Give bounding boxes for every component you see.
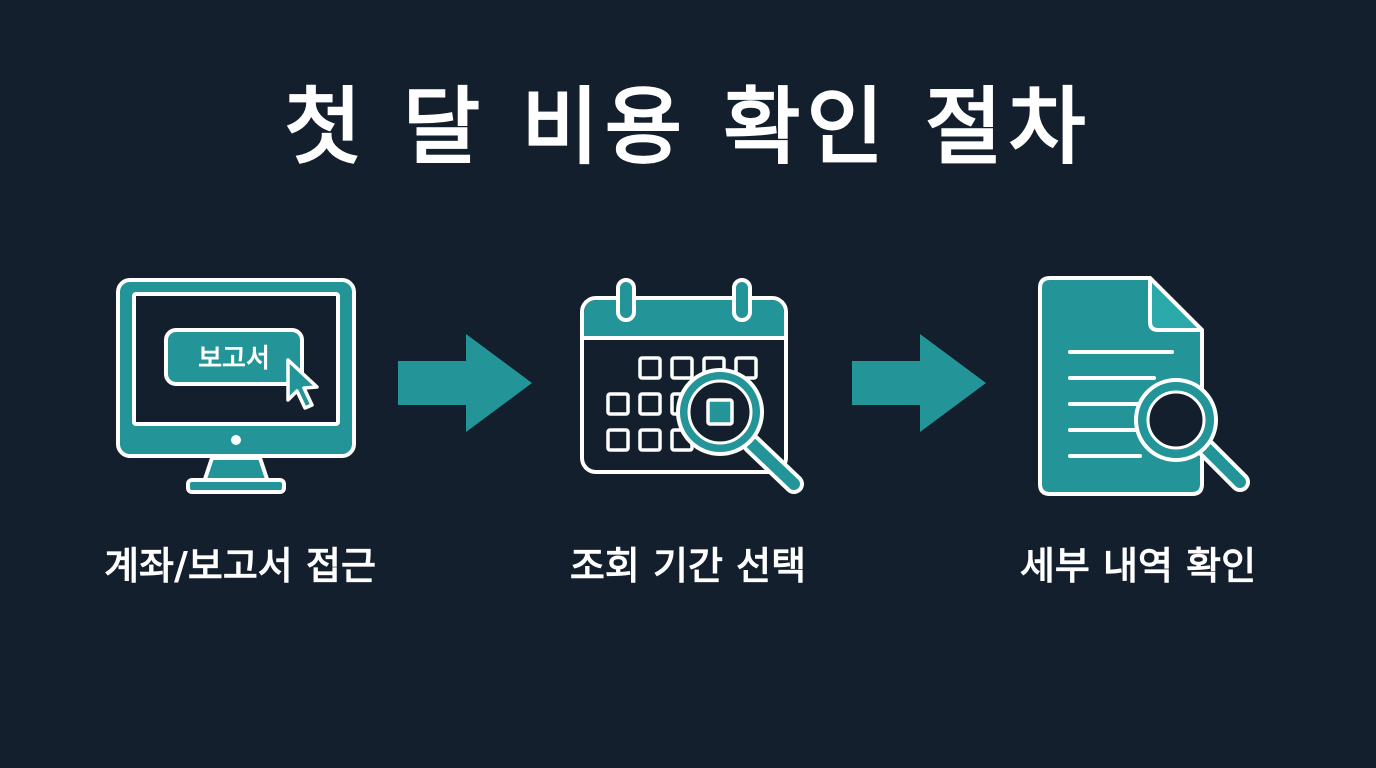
document-search-icon <box>1036 274 1252 500</box>
page-title: 첫 달 비용 확인 절차 <box>284 78 1092 176</box>
arrow-right-icon <box>398 334 532 436</box>
computer-monitor-icon: 보고서 <box>112 274 360 498</box>
step-label-account-access: 계좌/보고서 접근 <box>104 544 376 588</box>
arrow-right-icon <box>852 334 986 436</box>
step-label-detail-check: 세부 내역 확인 <box>1019 544 1257 588</box>
report-badge-label: 보고서 <box>198 344 270 374</box>
calendar-search-icon <box>576 276 808 498</box>
step-label-period-select: 조회 기간 선택 <box>569 544 807 588</box>
